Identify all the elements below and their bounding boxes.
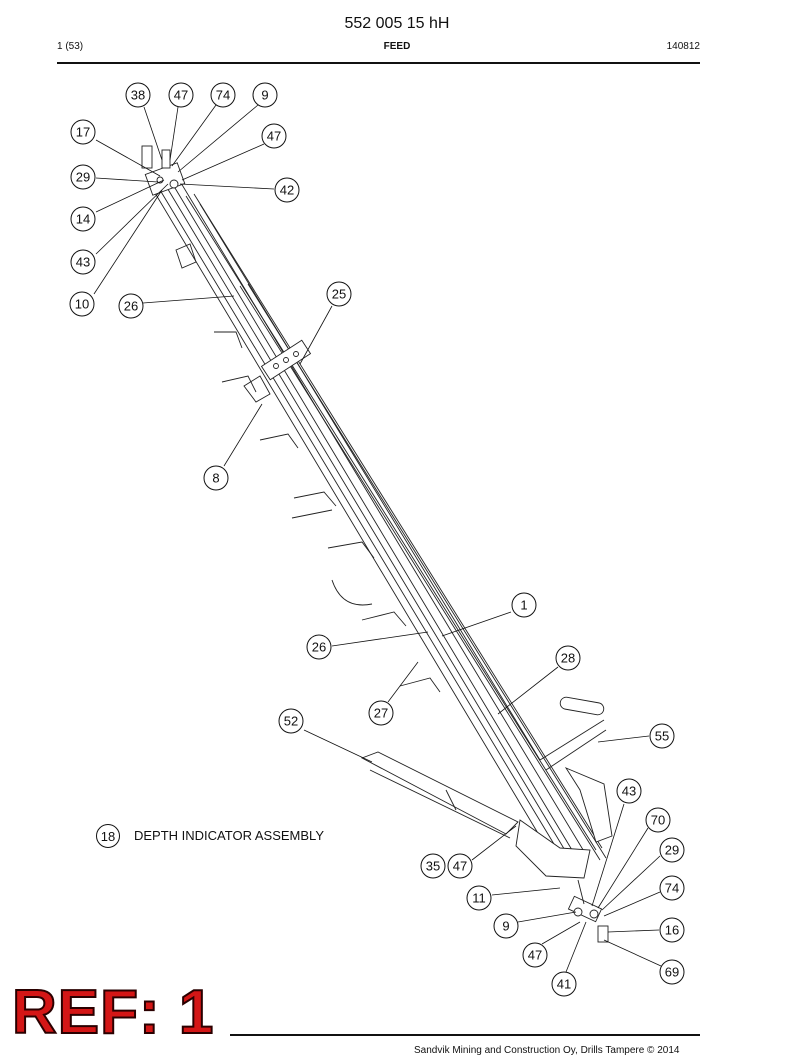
callout-41: 41 <box>551 971 577 997</box>
cradle <box>515 696 613 879</box>
svg-text:70: 70 <box>651 813 665 828</box>
svg-text:29: 29 <box>76 170 90 185</box>
callout-47: 47 <box>522 942 548 968</box>
svg-text:74: 74 <box>216 88 230 103</box>
rod-rail <box>239 283 607 861</box>
callout-29: 29 <box>70 164 96 190</box>
svg-text:9: 9 <box>502 919 509 934</box>
callout-26: 26 <box>118 293 144 319</box>
svg-text:14: 14 <box>76 212 90 227</box>
callout-74: 74 <box>659 875 685 901</box>
callout-29: 29 <box>659 837 685 863</box>
rod-holder-brackets <box>175 243 441 693</box>
centralizer <box>260 339 312 381</box>
callout-9: 9 <box>493 913 519 939</box>
svg-text:26: 26 <box>312 640 326 655</box>
callout-27: 27 <box>368 700 394 726</box>
document-number: 552 005 15 hH <box>344 15 450 32</box>
callout-38: 38 <box>125 82 151 108</box>
svg-text:16: 16 <box>665 923 679 938</box>
callout-42: 42 <box>274 177 300 203</box>
ref-stamp: REF: 1 <box>11 978 215 1047</box>
callouts: 38 47 74 9 17 47 29 42 14 43 10 26 25 8 … <box>69 82 685 997</box>
callout-47: 47 <box>261 123 287 149</box>
bottom-end-fittings <box>567 879 609 943</box>
callout-17: 17 <box>70 119 96 145</box>
callout-9: 9 <box>252 82 278 108</box>
callout-47: 47 <box>447 853 473 879</box>
svg-text:43: 43 <box>76 255 90 270</box>
callout-55: 55 <box>649 723 675 749</box>
svg-text:47: 47 <box>174 88 188 103</box>
callout-35: 35 <box>420 853 446 879</box>
svg-text:41: 41 <box>557 977 571 992</box>
svg-text:1: 1 <box>520 598 527 613</box>
callout-43: 43 <box>70 249 96 275</box>
callout-8: 8 <box>203 465 229 491</box>
svg-text:47: 47 <box>453 859 467 874</box>
svg-text:35: 35 <box>426 859 440 874</box>
svg-text:11: 11 <box>472 891 486 906</box>
legend-description: DEPTH INDICATOR ASSEMBLY <box>134 828 324 843</box>
date-code: 140812 <box>666 41 700 52</box>
callout-47: 47 <box>168 82 194 108</box>
legend-callout-18: 18 <box>96 824 120 848</box>
callout-26: 26 <box>306 634 332 660</box>
svg-text:28: 28 <box>561 651 575 666</box>
callout-25: 25 <box>326 281 352 307</box>
svg-text:29: 29 <box>665 843 679 858</box>
header-divider <box>57 62 700 64</box>
svg-text:47: 47 <box>267 129 281 144</box>
svg-text:47: 47 <box>528 948 542 963</box>
svg-text:74: 74 <box>665 881 679 896</box>
svg-text:69: 69 <box>665 965 679 980</box>
callout-69: 69 <box>659 959 685 985</box>
svg-text:43: 43 <box>622 784 636 799</box>
callout-14: 14 <box>70 206 96 232</box>
depth-indicator-arm <box>360 751 519 839</box>
callout-10: 10 <box>69 291 95 317</box>
callout-28: 28 <box>555 645 581 671</box>
svg-text:25: 25 <box>332 287 346 302</box>
callout-74: 74 <box>210 82 236 108</box>
page-indicator: 1 (53) <box>57 41 84 52</box>
callout-1: 1 <box>511 592 537 618</box>
svg-text:52: 52 <box>284 714 298 729</box>
footer-copyright: Sandvik Mining and Construction Oy, Dril… <box>414 1045 680 1056</box>
svg-text:27: 27 <box>374 706 388 721</box>
callout-11: 11 <box>466 885 492 911</box>
svg-text:8: 8 <box>212 471 219 486</box>
svg-text:38: 38 <box>131 88 145 103</box>
svg-text:55: 55 <box>655 729 669 744</box>
svg-text:17: 17 <box>76 125 90 140</box>
svg-text:42: 42 <box>280 183 294 198</box>
svg-text:10: 10 <box>75 297 89 312</box>
callout-52: 52 <box>278 708 304 734</box>
section-title: FEED <box>383 41 411 52</box>
callout-70: 70 <box>645 807 671 833</box>
callout-16: 16 <box>659 917 685 943</box>
svg-text:26: 26 <box>124 299 138 314</box>
leader-lines <box>93 104 662 973</box>
svg-text:9: 9 <box>261 88 268 103</box>
callout-43: 43 <box>616 778 642 804</box>
top-end-fittings <box>141 145 186 196</box>
footer-divider <box>230 1034 700 1036</box>
